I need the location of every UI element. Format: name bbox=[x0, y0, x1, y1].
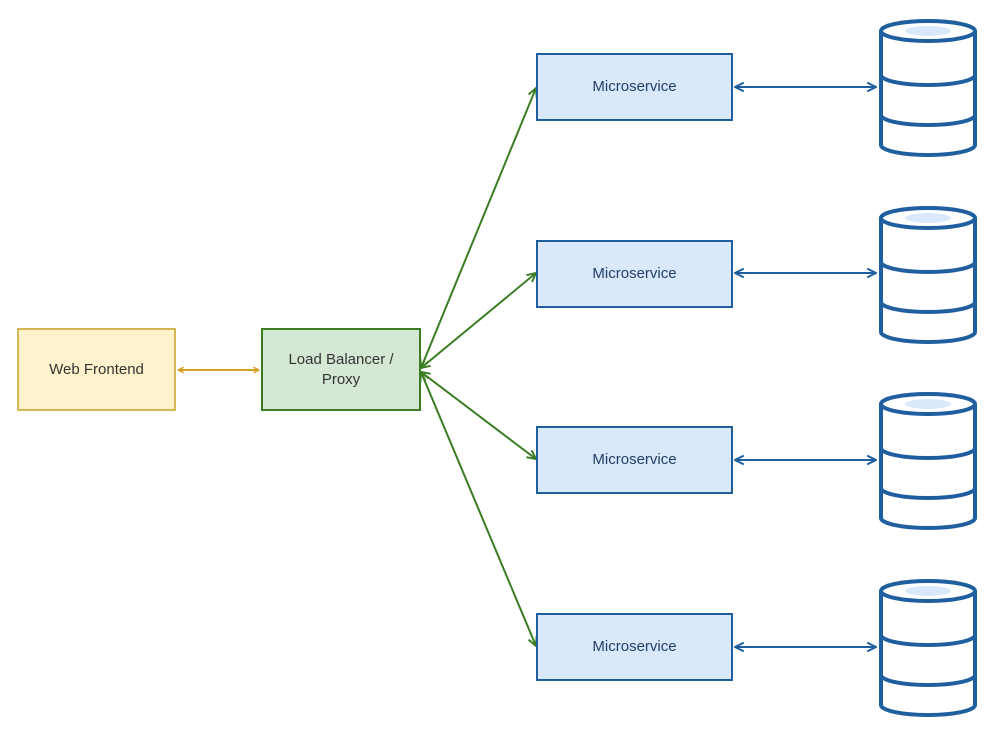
database-icon[interactable] bbox=[876, 390, 980, 530]
web-frontend-node[interactable]: Web Frontend bbox=[17, 328, 176, 411]
load-balancer-node[interactable]: Load Balancer / Proxy bbox=[261, 328, 421, 411]
edge-loadbalancer-microservice-2 bbox=[421, 273, 536, 368]
microservice-label: Microservice bbox=[592, 78, 677, 95]
microservice-node-1[interactable]: Microservice bbox=[536, 53, 733, 121]
database-icon[interactable] bbox=[876, 204, 980, 344]
microservice-node-3[interactable]: Microservice bbox=[536, 426, 733, 494]
web-frontend-label: Web Frontend bbox=[49, 360, 144, 378]
microservice-label: Microservice bbox=[592, 451, 677, 468]
microservice-node-2[interactable]: Microservice bbox=[536, 240, 733, 308]
microservice-label: Microservice bbox=[592, 265, 677, 282]
database-icon[interactable] bbox=[876, 577, 980, 717]
microservice-label: Microservice bbox=[592, 638, 677, 655]
edge-loadbalancer-microservice-4 bbox=[421, 372, 536, 646]
edge-loadbalancer-microservice-1 bbox=[421, 88, 536, 368]
load-balancer-label: Load Balancer / Proxy bbox=[288, 350, 394, 388]
microservice-node-4[interactable]: Microservice bbox=[536, 613, 733, 681]
database-icon[interactable] bbox=[876, 17, 980, 157]
